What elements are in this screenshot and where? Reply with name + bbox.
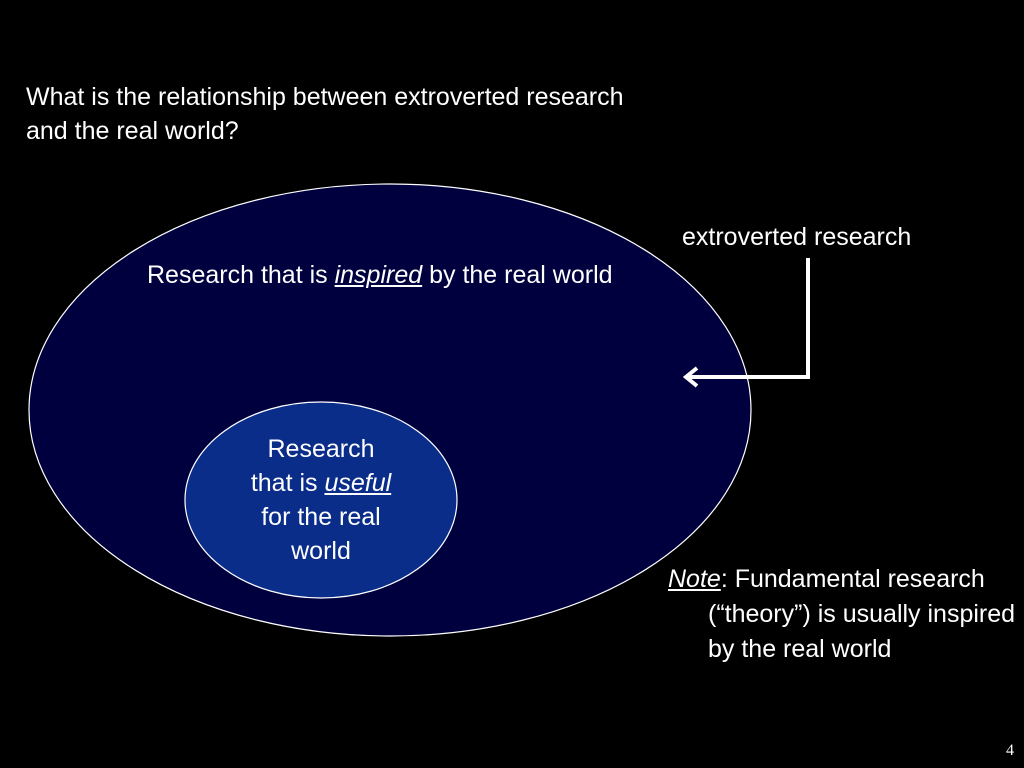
- inner-label-prefix: that is: [250, 469, 325, 497]
- note-block: Note: Fundamental research (“theory”) is…: [668, 562, 1024, 667]
- inner-label-line4: world: [291, 537, 351, 565]
- note-label: Note: [668, 565, 721, 593]
- inner-ellipse-label: Research that is useful for the real wor…: [196, 432, 446, 568]
- arrow-label: extroverted research: [682, 223, 912, 251]
- outer-label-prefix: Research that is: [147, 261, 335, 289]
- inner-label-line2: that is useful: [196, 466, 446, 500]
- slide-question: What is the relationship between extrove…: [26, 83, 624, 145]
- inner-label-emphasis: useful: [324, 469, 392, 497]
- page-number: 4: [1006, 742, 1014, 759]
- arrow-head: [682, 366, 699, 388]
- arrow-connector: [688, 258, 810, 379]
- inner-label-line1: Research: [267, 435, 375, 463]
- outer-label-emphasis: inspired: [334, 261, 423, 289]
- note-text: : Fundamental research (“theory”) is usu…: [708, 565, 1016, 663]
- outer-label-suffix: by the real world: [422, 261, 613, 289]
- inner-label-line3: for the real: [261, 503, 381, 531]
- inner-ellipse-useful: [184, 401, 458, 599]
- outer-ellipse-label: Research that is inspired by the real wo…: [147, 258, 617, 292]
